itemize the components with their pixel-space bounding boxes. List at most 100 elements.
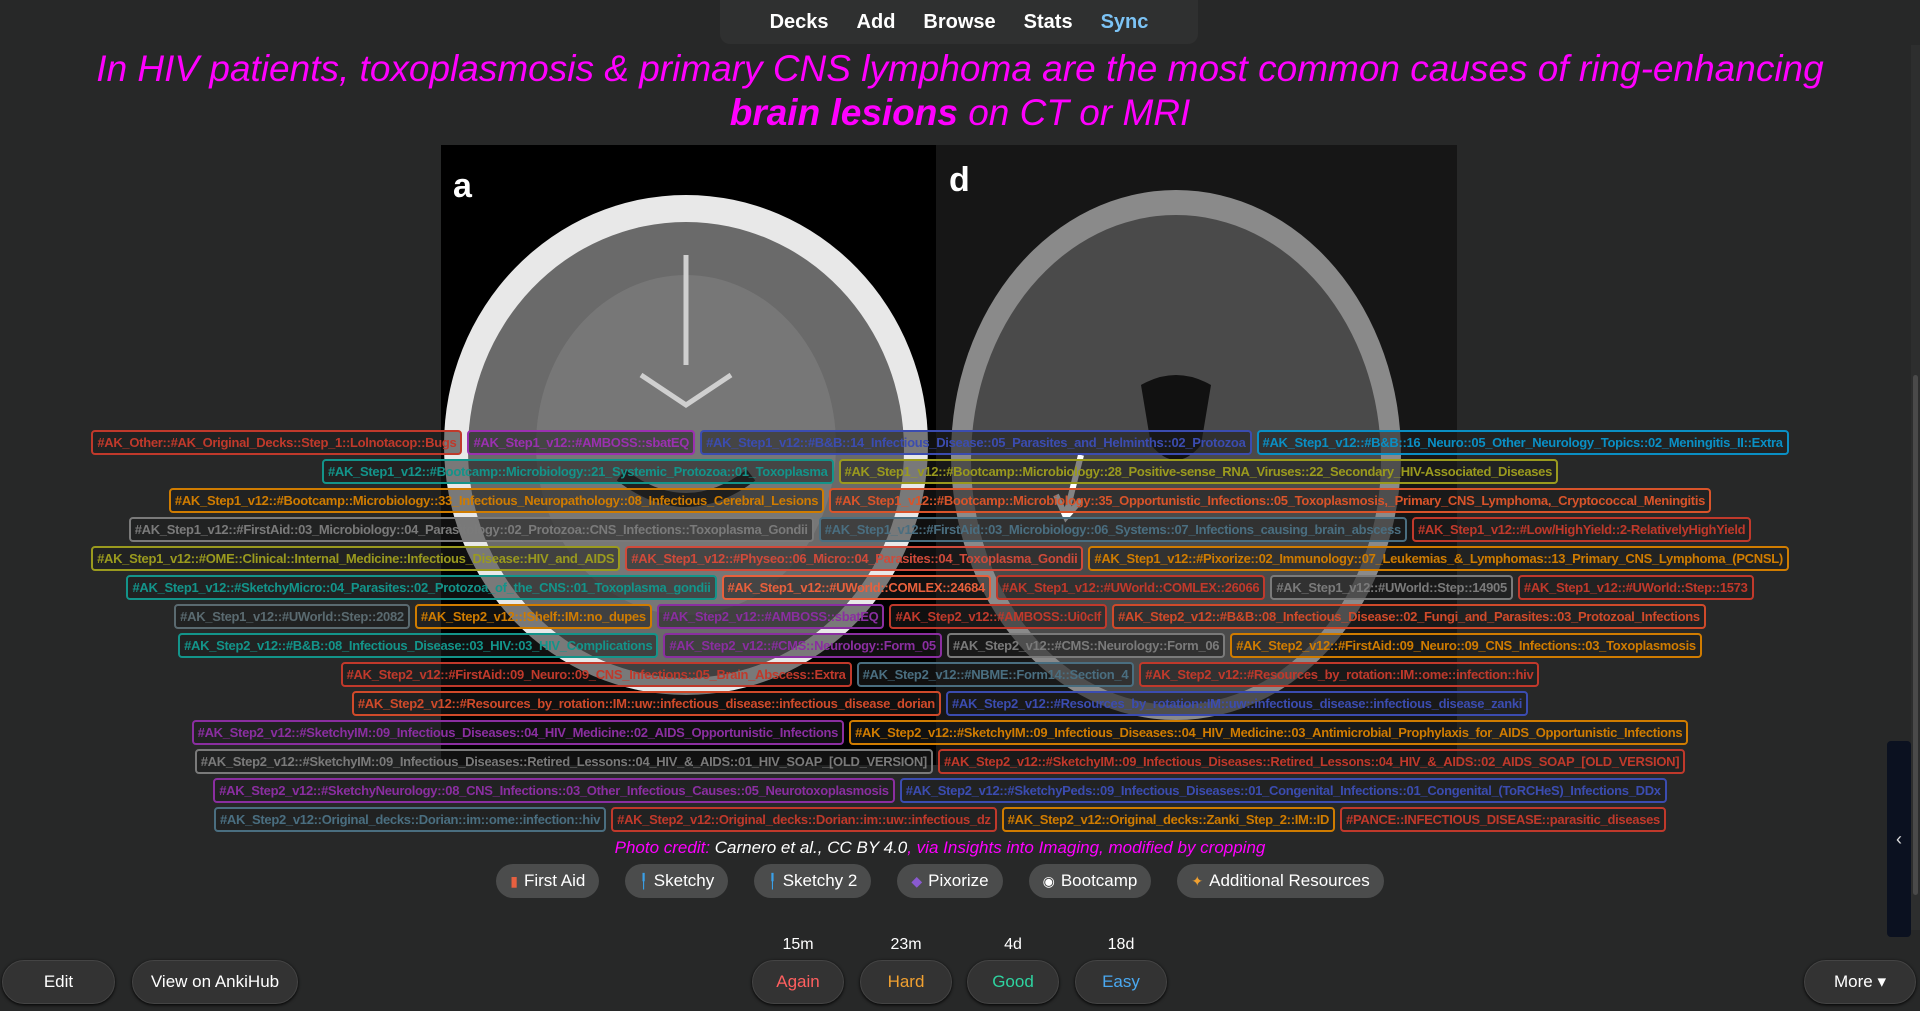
nav-sync[interactable]: Sync — [1100, 10, 1149, 33]
resource-label: Bootcamp — [1060, 871, 1138, 890]
tag[interactable]: #AK_Step1_v12::#OME::Clinical::Internal_… — [91, 546, 621, 571]
tag[interactable]: #AK_Step1_v12::#FirstAid::03_Microbiolog… — [818, 517, 1407, 542]
tag-row: #AK_Step2_v12::#Resources_by_rotation::I… — [0, 689, 1880, 718]
chevron-left-icon: ‹ — [1896, 828, 1902, 849]
hard-interval: 23m — [890, 936, 922, 953]
tag[interactable]: #AK_Step2_v12::#NBME::Form14::Section_4 — [856, 662, 1135, 687]
resource-buttons: ▮ First Aid ╿ Sketchy ╿Sketchy 2 ◆Pixorize ◉ Bo… — [496, 864, 1384, 898]
tag[interactable]: #AK_Step2_v12::#SketchyNeurology::08_CNS… — [213, 778, 895, 803]
again-button[interactable]: Again — [752, 960, 844, 1004]
again-interval: 15m — [782, 936, 814, 953]
tag[interactable]: #PANCE::INFECTIOUS_DISEASE::parasitic_di… — [1340, 807, 1666, 832]
nav-stats[interactable]: Stats — [1023, 10, 1073, 33]
tag[interactable]: #AK_Step2_v12::#SketchyIM::09_Infectious… — [194, 749, 933, 774]
scrollbar[interactable] — [1911, 45, 1920, 930]
resource-button-bootcamp[interactable]: ◉ Bootcamp — [1028, 864, 1152, 898]
resource-label: Pixorize — [928, 871, 989, 890]
card-title-line2: brain lesions on CT or MRI — [0, 92, 1920, 134]
card-title-line1: In HIV patients, toxoplasmosis & primary… — [96, 48, 1824, 89]
resource-button-sketchy[interactable]: ╿ Sketchy — [625, 864, 729, 898]
edit-button[interactable]: Edit — [2, 960, 115, 1004]
tag[interactable]: #AK_Step2_v12::#Resources_by_rotation::I… — [351, 691, 941, 716]
photo-credit: Photo credit: Carnero et al., CC BY 4.0,… — [0, 836, 1880, 860]
book-icon: ▮ — [510, 872, 518, 889]
resource-label: Sketchy — [653, 871, 715, 890]
tag[interactable]: #AK_Step1_v12::#Low/HighYield::2-Relativ… — [1411, 517, 1752, 542]
credit-suffix: , via Insights into Imaging, modified by… — [907, 838, 1266, 857]
tag[interactable]: #AK_Step1_v12::#Bootcamp::Microbiology::… — [321, 459, 834, 484]
tag[interactable]: #AK_Step1_v12::#AMBOSS::sbatEQ — [467, 430, 696, 455]
nav-decks[interactable]: Decks — [769, 10, 829, 33]
tag[interactable]: #AK_Step1_v12::#UWorld::COMLEX::26066 — [995, 575, 1266, 600]
pencil-icon: ╿ — [639, 872, 648, 889]
panel-label-d: d — [949, 161, 970, 199]
panel-label-a: a — [453, 167, 473, 205]
resource-button-additional-resources[interactable]: ✦Additional Resources — [1177, 864, 1384, 898]
bootcamp-icon: ◉ — [1042, 872, 1055, 889]
main-nav: Decks Add Browse Stats Sync — [720, 0, 1198, 44]
good-button[interactable]: Good — [967, 960, 1059, 1004]
tag[interactable]: #AK_Step2_v12::#FirstAid::09_Neuro::09_C… — [1230, 633, 1702, 658]
tag[interactable]: #AK_Step2_v12::#FirstAid::09_Neuro::09_C… — [340, 662, 852, 687]
easy-button[interactable]: Easy — [1075, 960, 1167, 1004]
tag[interactable]: #AK_Step1_v12::#SketchyMicro::04_Parasit… — [126, 575, 717, 600]
card-lower-content: #AK_Other::#AK_Original_Decks::Step_1::L… — [0, 428, 1880, 898]
tag-row: #AK_Step2_v12::#SketchyIM::09_Infectious… — [0, 718, 1880, 747]
resource-label: First Aid — [523, 871, 586, 890]
tag[interactable]: #AK_Step2_v12::#B&B::08_Infectious_Disea… — [1112, 604, 1706, 629]
tag[interactable]: #AK_Step2_v12::#CMS::Neurology::Form_06 — [946, 633, 1226, 658]
credit-author-link[interactable]: Carnero et al., CC BY 4.0 — [714, 838, 908, 857]
hard-button[interactable]: Hard — [860, 960, 952, 1004]
tag[interactable]: #AK_Step2_v12::#Resources_by_rotation::I… — [945, 691, 1529, 716]
nav-add[interactable]: Add — [856, 10, 896, 33]
tag[interactable]: #AK_Step1_v12::#UWorld::Step::14905 — [1270, 575, 1513, 600]
resource-label: Additional Resources — [1209, 871, 1370, 890]
tag[interactable]: #AK_Step2_v12::#B&B::08_Infectious_Disea… — [178, 633, 659, 658]
tag[interactable]: #AK_Step2_v12::Original_decks::Zanki_Ste… — [1001, 807, 1336, 832]
tag[interactable]: #AK_Step2_v12::#SketchyPeds::09_Infectio… — [899, 778, 1667, 803]
tag-list: #AK_Other::#AK_Original_Decks::Step_1::L… — [0, 428, 1880, 834]
tag[interactable]: #AK_Step1_v12::#Bootcamp::Microbiology::… — [168, 488, 825, 513]
scrollbar-thumb[interactable] — [1913, 375, 1918, 895]
title-rest: on CT or MRI — [957, 92, 1191, 133]
nav-browse[interactable]: Browse — [923, 10, 996, 33]
tag[interactable]: #AK_Step2_v12::#Resources_by_rotation::I… — [1139, 662, 1540, 687]
view-on-ankihub-button[interactable]: View on AnkiHub — [132, 960, 298, 1004]
tag[interactable]: #AK_Step1_v12::#B&B::16_Neuro::05_Other_… — [1256, 430, 1789, 455]
tag[interactable]: #AK_Step2_v12::#CMS::Neurology::Form_05 — [663, 633, 942, 658]
tag[interactable]: #AK_Step1_v12::#UWorld::COMLEX::24684 — [721, 575, 991, 600]
tag-row: #AK_Step1_v12::#SketchyMicro::04_Parasit… — [0, 573, 1880, 602]
tag[interactable]: #AK_Step1_v12::#UWorld::Step::1573 — [1517, 575, 1754, 600]
tag-row: #AK_Step2_v12::#SketchyIM::09_Infectious… — [0, 747, 1880, 776]
easy-interval: 18d — [1107, 936, 1135, 953]
tag[interactable]: #AK_Step2_v12::#AMBOSS::sbatEQ — [656, 604, 885, 629]
tag[interactable]: #AK_Step1_v12::#FirstAid::03_Microbiolog… — [128, 517, 814, 542]
tag[interactable]: #AK_Step1_v12::#B&B::14_Infectious_Disea… — [700, 430, 1252, 455]
tag[interactable]: #AK_Step2_v12::Original_decks::Dorian::i… — [214, 807, 607, 832]
tag[interactable]: #AK_Step1_v12::#Bootcamp::Microbiology::… — [829, 488, 1712, 513]
tag[interactable]: #AK_Step2_v12::Original_decks::Dorian::i… — [611, 807, 997, 832]
tag-row: #AK_Other::#AK_Original_Decks::Step_1::L… — [0, 428, 1880, 457]
tag-row: #AK_Step1_v12::#Bootcamp::Microbiology::… — [0, 457, 1880, 486]
tag[interactable]: #AK_Step2_v12::#AMBOSS::Ui0cIf — [889, 604, 1108, 629]
tag[interactable]: #AK_Step1_v12::#Physeo::06_Micro::04_Par… — [625, 546, 1084, 571]
tag-row: #AK_Step1_v12::#FirstAid::03_Microbiolog… — [0, 515, 1880, 544]
tag[interactable]: #AK_Step2_v12::#SketchyIM::09_Infectious… — [191, 720, 845, 745]
resource-button-first-aid[interactable]: ▮ First Aid — [496, 864, 600, 898]
tag[interactable]: #AK_Step1_v12::#UWorld::Step::2082 — [174, 604, 410, 629]
tag-row: #AK_Step2_v12::#FirstAid::09_Neuro::09_C… — [0, 660, 1880, 689]
tag[interactable]: #AK_Other::#AK_Original_Decks::Step_1::L… — [91, 430, 463, 455]
resource-button-sketchy-2[interactable]: ╿Sketchy 2 — [754, 864, 872, 898]
sidebar-toggle-button[interactable]: ‹ — [1887, 741, 1911, 937]
tag[interactable]: #AK_Step2_v12::#SketchyIM::09_Infectious… — [849, 720, 1689, 745]
tag-row: #AK_Step1_v12::#UWorld::Step::2082#AK_St… — [0, 602, 1880, 631]
tag[interactable]: #AK_Step1_v12::#Bootcamp::Microbiology::… — [838, 459, 1559, 484]
more-button[interactable]: More ▾ — [1804, 960, 1916, 1004]
good-interval: 4d — [1004, 936, 1022, 953]
tag[interactable]: #AK_Step2_v12::!Shelf::IM::no_dupes — [414, 604, 652, 629]
ct-vessels — [639, 255, 733, 409]
tag[interactable]: #AK_Step2_v12::#SketchyIM::09_Infectious… — [937, 749, 1686, 774]
tag[interactable]: #AK_Step1_v12::#Pixorize::02_Immunology:… — [1088, 546, 1789, 571]
resource-button-pixorize[interactable]: ◆Pixorize — [897, 864, 1003, 898]
tag-row: #AK_Step1_v12::#OME::Clinical::Internal_… — [0, 544, 1880, 573]
